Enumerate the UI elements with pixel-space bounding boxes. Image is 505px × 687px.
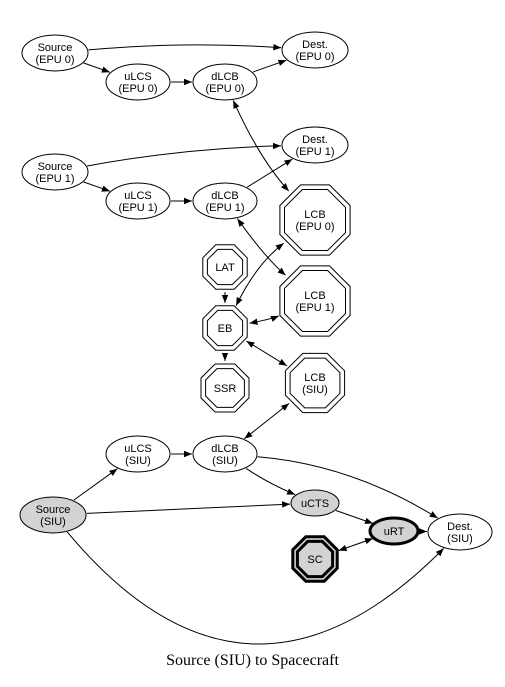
node-ulcs_epu0: uLCS(EPU 0)	[105, 63, 171, 101]
edge-eb-to-lcb_epu0	[235, 242, 284, 306]
eb-inner-octagon	[206, 309, 244, 347]
ucts-shape	[290, 489, 340, 517]
edge-src_siu-to-ulcs_siu	[73, 468, 118, 501]
src_epu1-shape	[21, 153, 89, 191]
flow-diagram: Source(EPU 0)Dest.(EPU 0)uLCS(EPU 0)dLCB…	[19, 31, 493, 645]
node-src_epu0: Source(EPU 0)	[21, 34, 89, 72]
ulcs_siu-label-line-0: uLCS	[124, 443, 152, 455]
node-lcb_epu1: LCB(EPU 1)	[279, 265, 351, 337]
node-dest_epu0: Dest.(EPU 0)	[281, 31, 349, 69]
sc-inner-octagon	[295, 539, 335, 579]
dlcb_epu1-label-line-0: dLCB	[211, 190, 239, 202]
edge-dlcb_epu1-to-dest_epu1	[247, 158, 293, 188]
urt-label-line-0: uRT	[384, 526, 405, 538]
src_epu0-label-line-0: Source	[38, 42, 73, 54]
lat-label-line-0: LAT	[215, 262, 235, 274]
node-dest_siu: Dest.(SIU)	[427, 513, 493, 551]
dlcb_siu-shape	[192, 435, 258, 473]
ulcs_epu0-label-line-1: (EPU 0)	[118, 83, 157, 95]
edge-dlcb_epu0-to-dest_epu0	[252, 59, 287, 73]
lcb_epu1-label-line-0: LCB	[304, 290, 325, 302]
node-src_epu1: Source(EPU 1)	[21, 153, 89, 191]
node-lat: LAT	[202, 244, 248, 290]
edge-src_epu1-to-dest_epu1	[87, 142, 282, 167]
dest_epu0-label-line-0: Dest.	[302, 39, 328, 51]
dlcb_siu-label-line-0: dLCB	[211, 443, 239, 455]
dest_epu1-label-line-1: (EPU 1)	[295, 146, 334, 158]
ssr-inner-octagon	[205, 368, 245, 408]
node-lcb_siu: LCB(SIU)	[284, 352, 346, 414]
edge-eb-to-lcb_siu	[246, 340, 288, 367]
edge-dlcb_epu0-to-lcb_epu0	[232, 100, 290, 192]
ssr-label-line-0: SSR	[214, 383, 237, 395]
dest_epu1-shape	[281, 126, 349, 164]
edge-dlcb_siu-to-lcb_siu	[244, 403, 290, 440]
src_siu-label-line-0: Source	[36, 504, 71, 516]
node-ssr: SSR	[200, 363, 250, 413]
edge-src_epu0-to-dest_epu0	[88, 43, 282, 51]
edge-src_siu-to-dest_siu	[66, 531, 445, 645]
lcb_siu-label-line-0: LCB	[304, 372, 325, 384]
src_epu0-shape	[21, 34, 89, 72]
dest_epu0-label-line-1: (EPU 0)	[295, 51, 334, 63]
edge-dlcb_siu-to-ucts	[245, 467, 296, 496]
edge-eb-to-lcb_epu1	[249, 315, 280, 325]
node-eb: EB	[202, 305, 248, 351]
ulcs_epu0-shape	[105, 63, 171, 101]
dlcb_epu1-shape	[192, 182, 258, 220]
ucts-label-line-0: uCTS	[301, 498, 329, 510]
ulcs_epu1-label-line-1: (EPU 1)	[118, 202, 157, 214]
sc-label-line-0: SC	[307, 554, 322, 566]
dest_siu-shape	[427, 513, 493, 551]
eb-label-line-0: EB	[218, 323, 233, 335]
edge-src_epu1-to-ulcs_epu1	[83, 181, 111, 192]
src_siu-shape	[19, 496, 87, 534]
src_epu1-label-line-1: (EPU 1)	[35, 173, 74, 185]
lcb_epu0-label-line-1: (EPU 0)	[295, 221, 334, 233]
dlcb_epu0-label-line-1: (EPU 0)	[205, 83, 244, 95]
ulcs_epu1-label-line-0: uLCS	[124, 190, 152, 202]
ulcs_siu-shape	[105, 435, 171, 473]
dlcb_epu0-label-line-0: dLCB	[211, 71, 239, 83]
edge-src_epu0-to-ulcs_epu0	[83, 62, 111, 73]
node-dlcb_epu0: dLCB(EPU 0)	[192, 63, 258, 101]
ulcs_epu0-label-line-0: uLCS	[124, 71, 152, 83]
lcb_siu-label-line-1: (SIU)	[302, 384, 328, 396]
dest_epu1-label-line-0: Dest.	[302, 134, 328, 146]
edge-src_siu-to-ucts	[86, 501, 291, 514]
node-dlcb_epu1: dLCB(EPU 1)	[192, 182, 258, 220]
node-src_siu: Source(SIU)	[19, 496, 87, 534]
dest_siu-label-line-1: (SIU)	[447, 533, 473, 545]
dlcb_epu0-shape	[192, 63, 258, 101]
lat-inner-octagon	[206, 248, 244, 286]
dlcb_epu1-label-line-1: (EPU 1)	[205, 202, 244, 214]
lcb_epu0-inner-octagon	[284, 189, 346, 251]
node-ucts: uCTS	[290, 489, 340, 517]
lcb_epu0-label-line-0: LCB	[304, 209, 325, 221]
urt-shape	[368, 516, 420, 546]
node-urt: uRT	[368, 516, 420, 546]
node-dlcb_siu: dLCB(SIU)	[192, 435, 258, 473]
edge-dlcb_siu-to-dest_siu	[257, 456, 438, 519]
diagram-caption: Source (SIU) to Spacecraft	[166, 652, 339, 669]
dest_epu0-shape	[281, 31, 349, 69]
src_siu-label-line-1: (SIU)	[40, 516, 66, 528]
node-ulcs_epu1: uLCS(EPU 1)	[105, 182, 171, 220]
src_epu0-label-line-1: (EPU 0)	[35, 54, 74, 66]
lcb_epu1-label-line-1: (EPU 1)	[295, 302, 334, 314]
node-ulcs_siu: uLCS(SIU)	[105, 435, 171, 473]
dlcb_siu-label-line-1: (SIU)	[212, 455, 238, 467]
lcb_epu1-inner-octagon	[284, 270, 346, 332]
dest_siu-label-line-0: Dest.	[447, 521, 473, 533]
node-sc: SC	[291, 535, 339, 583]
node-lcb_epu0: LCB(EPU 0)	[279, 184, 351, 256]
ulcs_siu-label-line-1: (SIU)	[125, 455, 151, 467]
src_epu1-label-line-0: Source	[38, 161, 73, 173]
edge-ucts-to-urt	[335, 510, 374, 524]
node-dest_epu1: Dest.(EPU 1)	[281, 126, 349, 164]
lcb_siu-inner-octagon	[289, 357, 341, 409]
edge-urt-to-sc	[338, 538, 374, 552]
ulcs_epu1-shape	[105, 182, 171, 220]
